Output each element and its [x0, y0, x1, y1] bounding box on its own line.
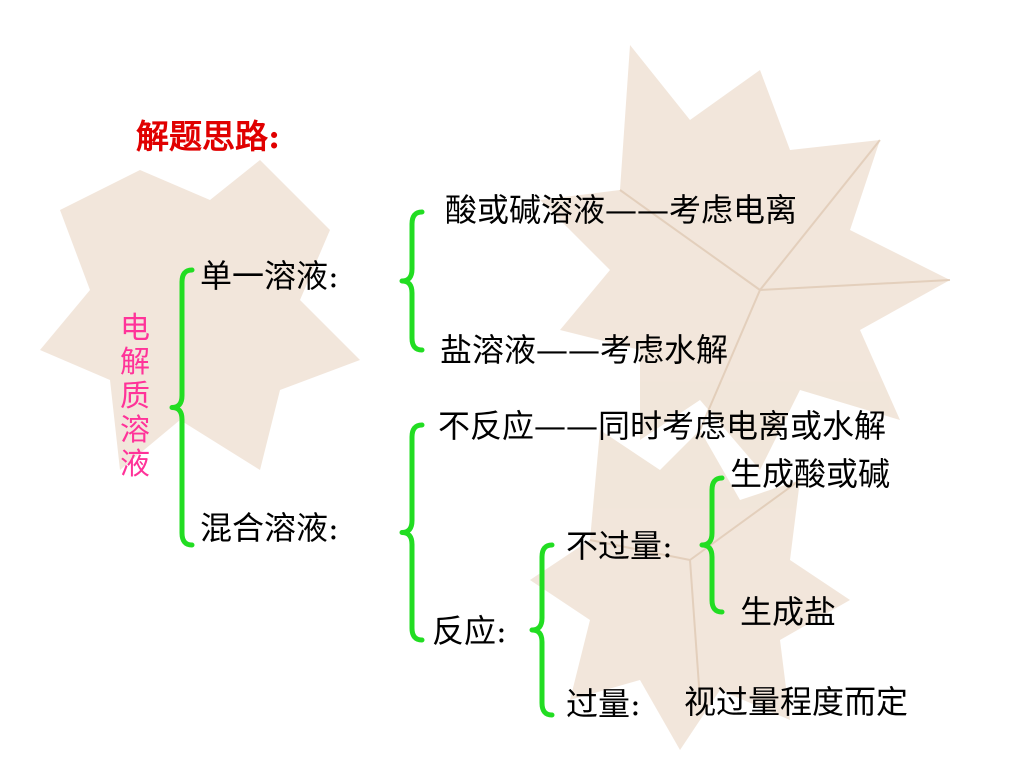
- no-reaction-text: 不反应——同时考虑电离或水解: [438, 407, 887, 445]
- forms-acid-or-base-text: 生成酸或碱: [730, 455, 891, 493]
- brace-not-excess: [699, 475, 725, 615]
- acid-base-solution-text: 酸或碱溶液——考虑电离: [445, 191, 798, 229]
- mixed-solution-label: 混合溶液:: [200, 509, 339, 547]
- brace-root: [169, 267, 195, 548]
- forms-salt-text: 生成盐: [740, 593, 837, 631]
- excess-label: 过量:: [566, 685, 641, 723]
- brace-mixed: [399, 422, 425, 643]
- excess-rule-text: 视过量程度而定: [684, 683, 909, 721]
- brace-reaction: [529, 542, 555, 718]
- page-title: 解题思路:: [136, 117, 281, 156]
- single-solution-label: 单一溶液:: [200, 257, 339, 295]
- not-excess-label: 不过量:: [566, 527, 673, 565]
- root-label-electrolyte-solution: 电解质溶液: [120, 311, 150, 482]
- salt-solution-text: 盐溶液——考虑水解: [440, 331, 729, 369]
- brace-single: [399, 209, 425, 353]
- reaction-label: 反应:: [432, 612, 507, 650]
